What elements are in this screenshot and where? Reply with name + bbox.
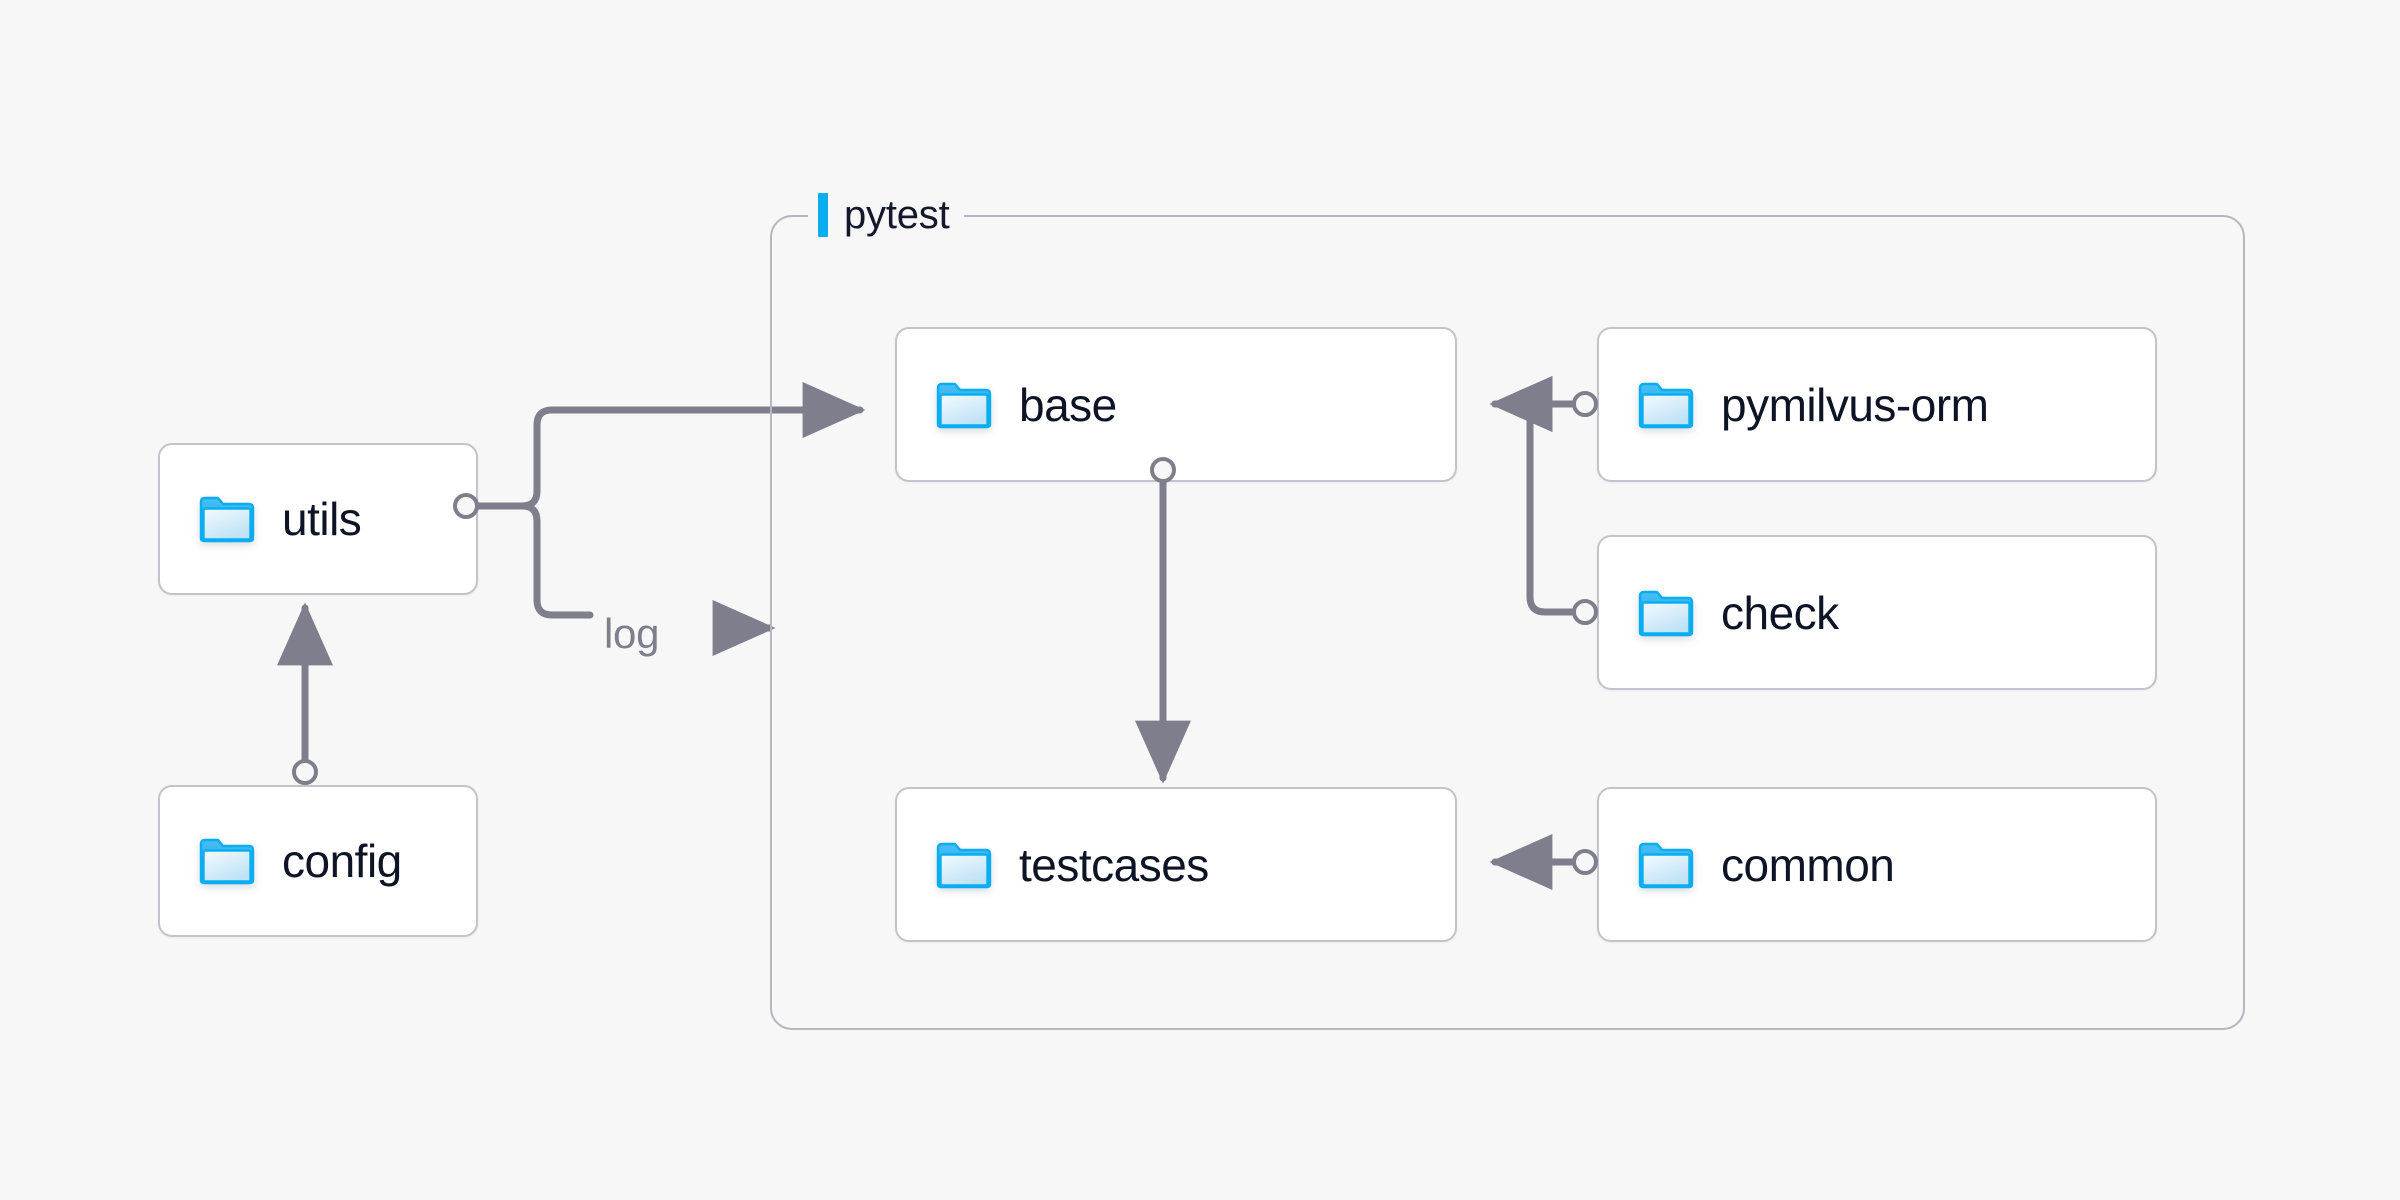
node-check-content: check: [1599, 588, 1839, 638]
port-check-left[interactable]: [1572, 599, 1598, 625]
node-check-label: check: [1721, 586, 1839, 639]
node-base[interactable]: base: [895, 327, 1457, 482]
node-utils-content: utils: [160, 493, 362, 545]
port-utils-right[interactable]: [453, 493, 479, 519]
group-pytest-label-text: pytest: [844, 192, 950, 237]
port-pymilvus-orm-left[interactable]: [1572, 391, 1598, 417]
accent-bar-icon: [818, 193, 828, 237]
node-utils-label: utils: [282, 493, 362, 545]
node-pymilvus-orm[interactable]: pymilvus-orm: [1597, 327, 2157, 482]
node-testcases[interactable]: testcases: [895, 787, 1457, 942]
node-check[interactable]: check: [1597, 535, 2157, 690]
node-base-content: base: [897, 380, 1117, 430]
node-testcases-content: testcases: [897, 840, 1209, 890]
folder-icon: [1638, 590, 1694, 636]
folder-icon: [1638, 842, 1694, 888]
node-testcases-label: testcases: [1019, 838, 1209, 891]
port-common-left[interactable]: [1572, 849, 1598, 875]
node-config-content: config: [160, 836, 402, 886]
port-config-top[interactable]: [292, 759, 318, 785]
node-common-content: common: [1599, 838, 1895, 891]
node-common[interactable]: common: [1597, 787, 2157, 942]
folder-icon: [199, 838, 255, 885]
node-config[interactable]: config: [158, 785, 478, 937]
group-pytest-label: pytest: [808, 187, 964, 243]
node-base-label: base: [1019, 378, 1117, 431]
folder-icon: [199, 496, 255, 543]
node-config-label: config: [282, 835, 402, 887]
node-pymilvus-orm-label: pymilvus-orm: [1721, 378, 1989, 431]
node-utils[interactable]: utils: [158, 443, 478, 595]
port-base-bottom[interactable]: [1150, 457, 1176, 483]
edge-label-log: log: [604, 610, 660, 657]
folder-icon: [936, 842, 992, 888]
node-common-label: common: [1721, 838, 1895, 891]
node-pymilvus-orm-content: pymilvus-orm: [1599, 378, 1989, 431]
folder-icon: [936, 382, 992, 428]
folder-icon: [1638, 382, 1694, 428]
group-pytest[interactable]: [770, 215, 2245, 1030]
